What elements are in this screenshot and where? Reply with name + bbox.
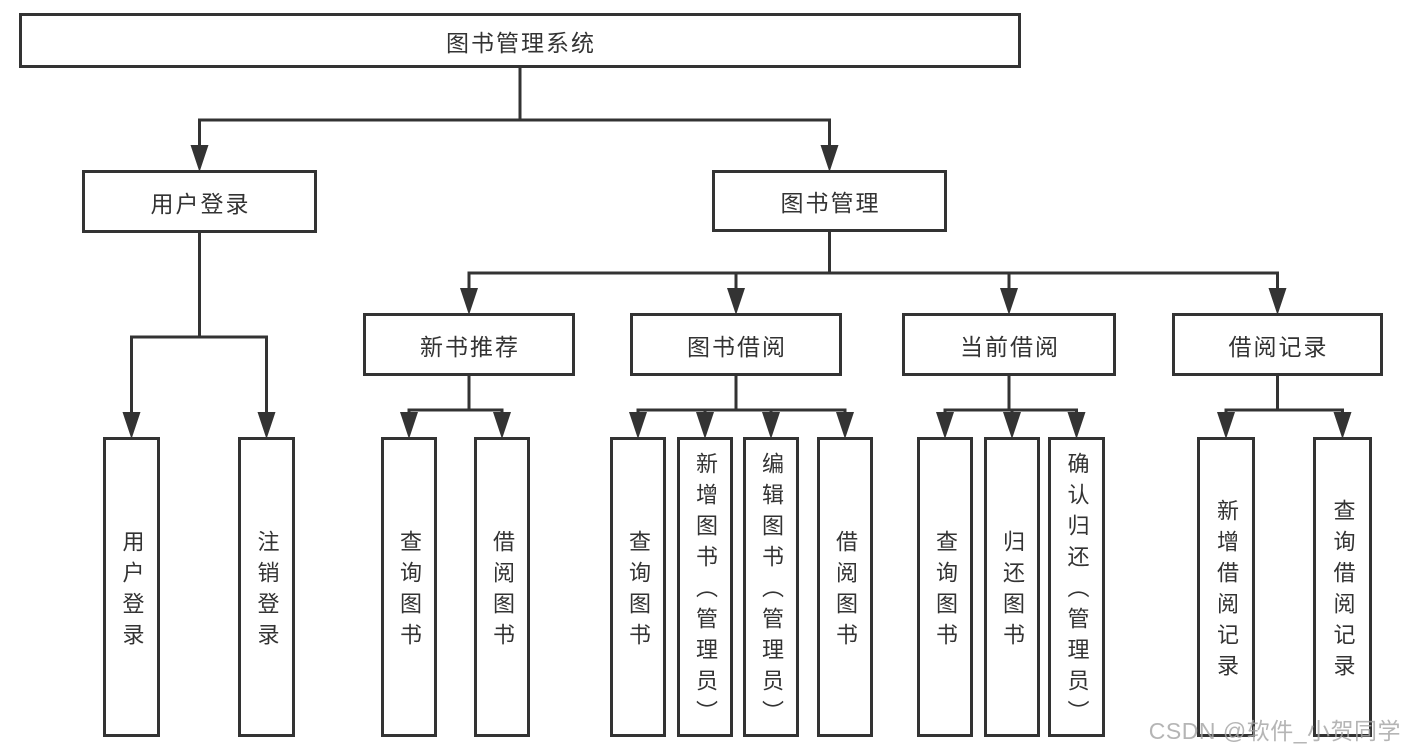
node-leaf-br-query: 查询借阅记录 [1313,437,1372,737]
arrowhead-icon [1217,412,1235,439]
node-label: 查询图书 [397,529,422,654]
node-borrow-record: 借阅记录 [1172,313,1383,376]
node-leaf-cb-return: 归还图书 [984,437,1040,737]
node-leaf-logout: 注销登录 [238,437,295,737]
node-leaf-bb-query: 查询图书 [610,437,666,737]
node-root: 图书管理系统 [19,13,1021,68]
arrowhead-icon [836,412,854,439]
node-label: 新书推荐 [420,333,520,360]
node-label: 图书管理 [780,190,881,216]
node-label: 图书借阅 [687,333,787,360]
arrowhead-icon [1067,412,1086,439]
arrowhead-icon [190,145,209,172]
node-leaf-cb-query: 查询图书 [917,437,973,737]
arrowhead-icon [629,412,647,439]
node-label: 新增借阅记录 [1214,498,1239,685]
node-label: 图书管理系统 [446,29,596,56]
arrowhead-icon [936,412,954,439]
node-label: 借阅记录 [1228,333,1329,360]
node-label: 借阅图书 [490,529,515,654]
arrowhead-icon [820,145,839,172]
node-label: 确认归还（管理员） [1064,452,1090,731]
node-label: 查询图书 [626,529,651,654]
arrowhead-icon [1000,288,1018,315]
node-label: 借阅图书 [833,529,858,654]
node-label: 编辑图书（管理员） [759,452,784,731]
node-leaf-bb-edit: 编辑图书（管理员） [743,437,799,737]
node-new-book-rec: 新书推荐 [363,313,575,376]
node-leaf-cb-confirm: 确认归还（管理员） [1048,437,1105,737]
arrowhead-icon [1333,412,1352,439]
arrowhead-icon [696,412,714,439]
watermark: CSDN @软件_小贺同学 [1148,718,1401,744]
node-label: 查询借阅记录 [1330,498,1356,685]
arrowhead-icon [762,412,780,439]
node-label: 用户登录 [119,529,145,654]
node-label: 当前借阅 [960,333,1060,360]
node-user-login: 用户登录 [82,170,317,233]
arrowhead-icon [122,412,141,439]
node-label: 查询图书 [933,529,958,654]
node-book-mgmt: 图书管理 [712,170,947,232]
node-leaf-br-add: 新增借阅记录 [1197,437,1255,737]
node-label: 用户登录 [150,190,251,217]
node-leaf-bb-add: 新增图书（管理员） [677,437,733,737]
arrowhead-icon [257,412,276,439]
node-label: 归还图书 [1000,529,1025,654]
node-label: 注销登录 [254,529,280,654]
node-leaf-rec-borrow: 借阅图书 [474,437,530,737]
node-leaf-bb-borrow: 借阅图书 [817,437,873,737]
node-label: 新增图书（管理员） [693,452,718,731]
arrowhead-icon [460,288,478,315]
node-book-borrow: 图书借阅 [630,313,842,376]
node-current-borrow: 当前借阅 [902,313,1116,376]
arrowhead-icon [493,412,511,439]
arrowhead-icon [400,412,418,439]
node-leaf-rec-query: 查询图书 [381,437,437,737]
arrowhead-icon [727,288,745,315]
arrowhead-icon [1003,412,1021,439]
arrowhead-icon [1268,288,1287,315]
node-leaf-user-login: 用户登录 [103,437,160,737]
